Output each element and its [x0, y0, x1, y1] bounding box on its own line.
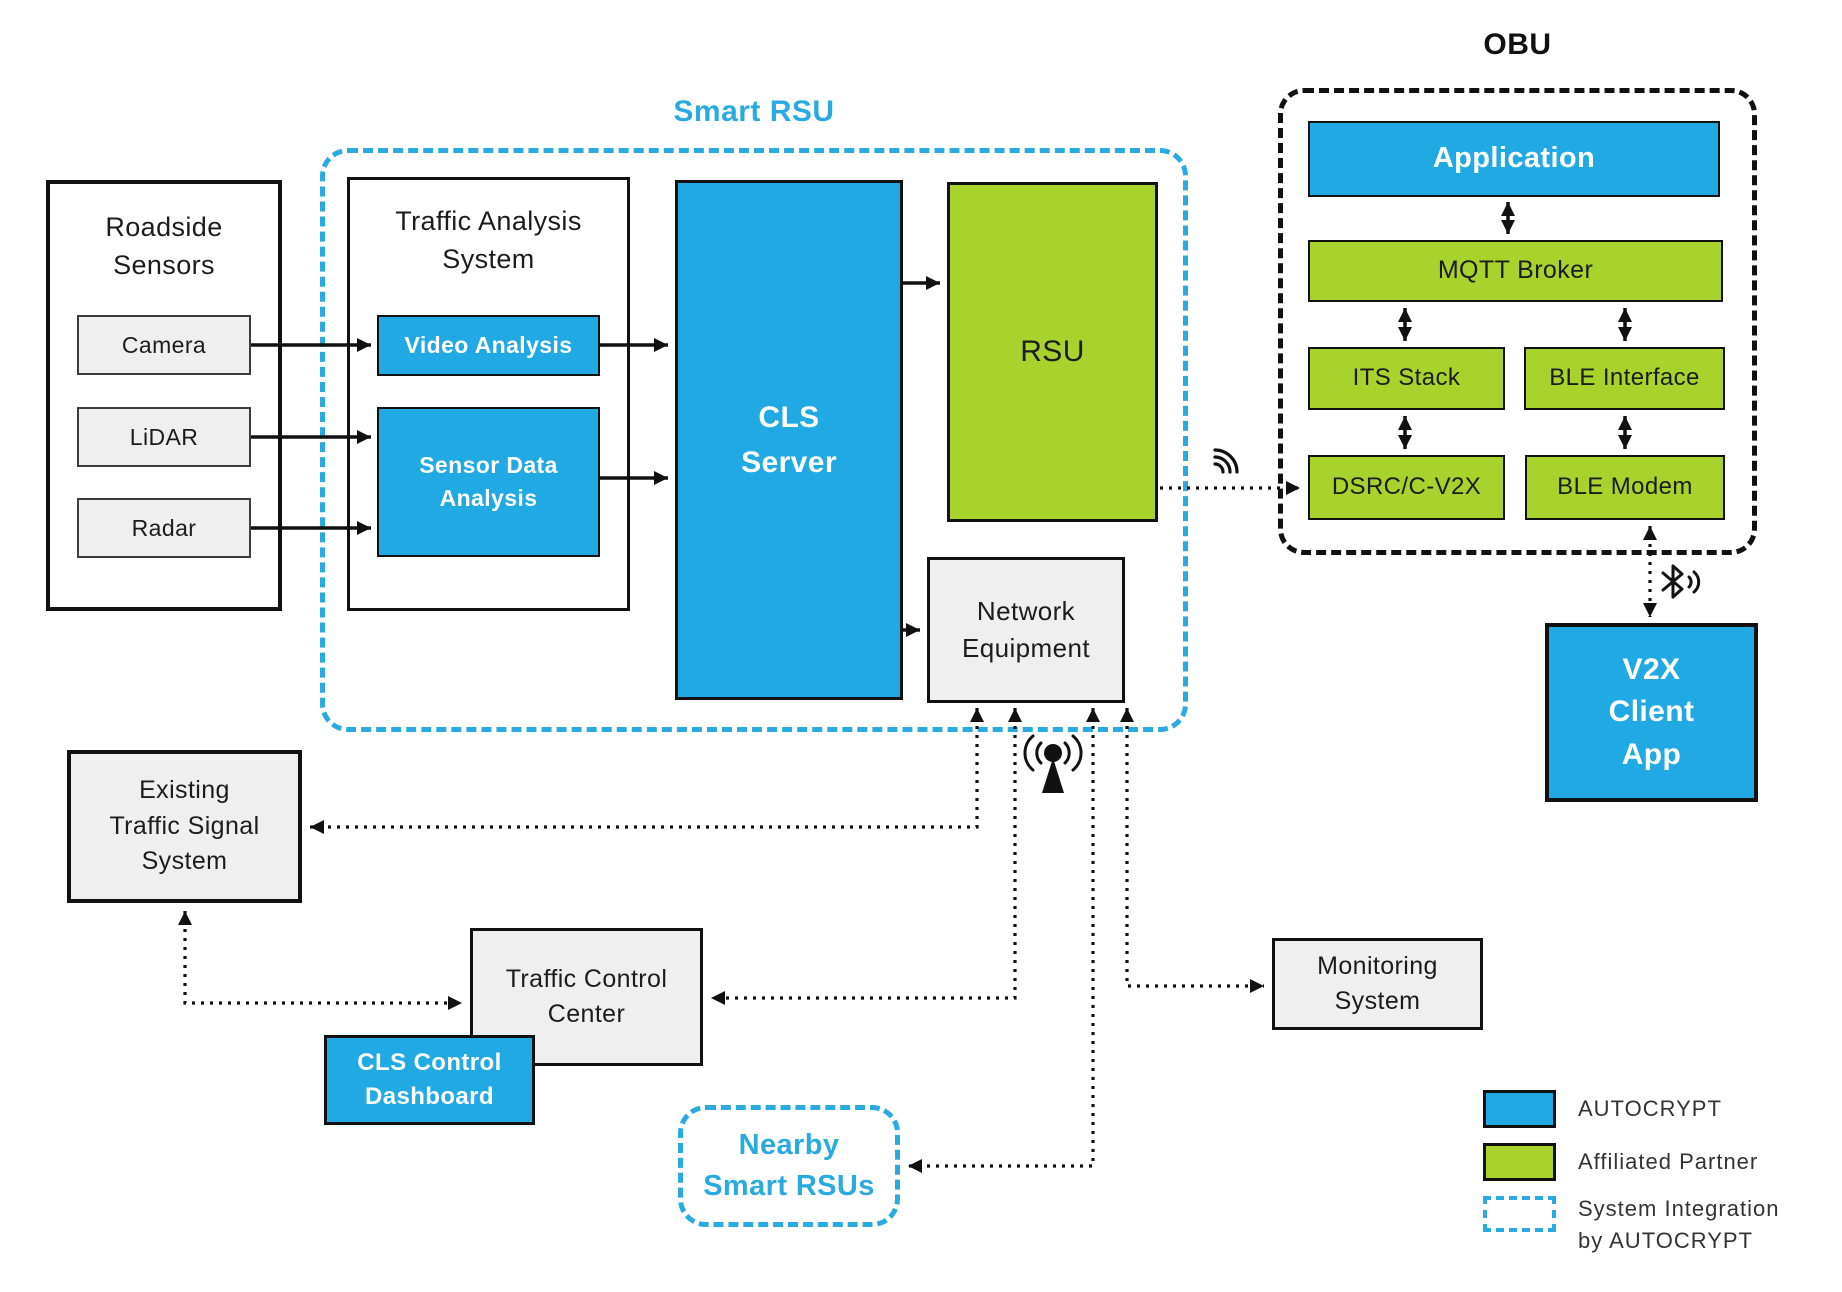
dsrc-cv2x-box: DSRC/C-V2X — [1308, 455, 1505, 520]
cls-server-box: CLS Server — [675, 180, 903, 700]
smart-rsu-title: Smart RSU — [673, 95, 835, 128]
sensor-data-analysis-box: Sensor Data Analysis — [377, 407, 600, 557]
mqtt-broker-box: MQTT Broker — [1308, 240, 1723, 302]
cls-control-dashboard-box: CLS Control Dashboard — [324, 1035, 535, 1125]
antenna-icon — [1023, 734, 1083, 793]
rsu-box: RSU — [947, 182, 1158, 522]
legend-autocrypt-swatch — [1483, 1090, 1556, 1128]
legend-system-integration-label: System Integration by AUTOCRYPT — [1578, 1196, 1780, 1253]
obu-title: OBU — [1483, 28, 1552, 61]
network-equipment-box: Network Equipment — [927, 557, 1125, 703]
nearby-smart-rsus-box: Nearby Smart RSUs — [678, 1105, 900, 1227]
obu-container — [1278, 88, 1757, 555]
link-network-equipment-nearby-smart-rsus — [908, 708, 1100, 1173]
link-network-equipment-traffic-control-center — [711, 708, 1022, 1005]
application-box: Application — [1308, 121, 1720, 197]
video-analysis-box: Video Analysis — [377, 315, 600, 376]
lidar-box: LiDAR — [77, 407, 251, 467]
camera-box: Camera — [77, 315, 251, 375]
its-stack-box: ITS Stack — [1308, 347, 1505, 410]
monitoring-system-box: Monitoring System — [1272, 938, 1483, 1030]
link-traffic-signal-traffic-control-center — [178, 911, 462, 1010]
wireless-signal-icon — [1213, 448, 1239, 474]
link-network-equipment-monitoring-system — [1120, 708, 1264, 993]
legend-affiliated-partner-label: Affiliated Partner — [1578, 1149, 1759, 1175]
radar-box: Radar — [77, 498, 251, 558]
v2x-client-app-box: V2X Client App — [1545, 623, 1758, 802]
legend-system-integration-swatch — [1483, 1196, 1556, 1232]
existing-traffic-signal-system-box: Existing Traffic Signal System — [67, 750, 302, 903]
legend-autocrypt-label: AUTOCRYPT — [1578, 1096, 1722, 1122]
bluetooth-icon — [1661, 564, 1701, 599]
legend-affiliated-partner-swatch — [1483, 1143, 1556, 1181]
ble-interface-box: BLE Interface — [1524, 347, 1725, 410]
ble-modem-box: BLE Modem — [1525, 455, 1725, 520]
